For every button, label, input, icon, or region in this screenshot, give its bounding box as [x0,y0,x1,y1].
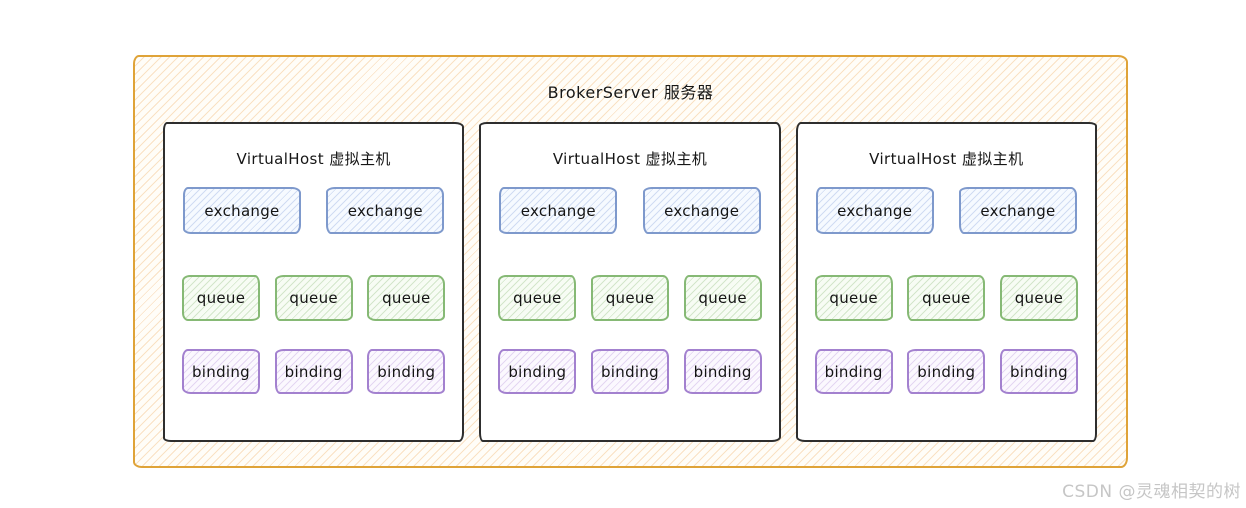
exchange-row: exchange exchange [481,187,778,234]
exchange-node: exchange [958,187,1077,234]
vhost-title: VirtualHost 虚拟主机 [869,150,1024,168]
binding-node: binding [274,349,353,394]
queue-node: queue [683,275,762,321]
queue-row: queue queue queue [798,275,1095,321]
queue-row: queue queue queue [481,275,778,321]
queue-node: queue [590,275,669,321]
vhost-box-2: VirtualHost 虚拟主机 exchange exchange queue… [479,122,781,442]
exchange-node: exchange [642,187,761,234]
queue-node: queue [814,275,893,321]
exchange-node: exchange [499,187,618,234]
exchange-node: exchange [183,187,301,234]
vhost-box-3: VirtualHost 虚拟主机 exchange exchange queue… [795,122,1097,442]
exchange-node: exchange [326,187,445,234]
queue-node: queue [498,275,577,321]
csdn-watermark: CSDN @灵魂相契的树 [1062,482,1241,502]
exchange-row: exchange exchange [798,187,1095,234]
exchange-node: exchange [815,187,934,234]
broker-server-title: BrokerServer 服务器 [547,83,714,102]
binding-node: binding [999,349,1078,394]
binding-node: binding [498,349,577,394]
binding-node: binding [590,349,669,394]
queue-node: queue [907,275,986,321]
queue-node: queue [367,275,446,321]
exchange-row: exchange exchange [165,187,462,234]
binding-row: binding binding binding [165,349,462,394]
queue-row: queue queue queue [165,275,462,321]
vhost-title: VirtualHost 虚拟主机 [552,150,708,168]
binding-node: binding [367,349,446,394]
vhost-box-1: VirtualHost 虚拟主机 exchange exchange queue… [163,122,465,442]
binding-node: binding [683,349,762,394]
broker-server-box: BrokerServer 服务器 VirtualHost 虚拟主机 exchan… [133,55,1128,468]
binding-node: binding [814,349,893,394]
queue-node: queue [274,275,353,321]
binding-node: binding [182,349,260,394]
binding-row: binding binding binding [481,349,778,394]
vhost-title: VirtualHost 虚拟主机 [236,150,391,168]
queue-node: queue [182,275,260,321]
queue-node: queue [999,275,1078,321]
binding-row: binding binding binding [798,349,1095,394]
binding-node: binding [907,349,986,394]
vhost-panels: VirtualHost 虚拟主机 exchange exchange queue… [163,122,1097,442]
